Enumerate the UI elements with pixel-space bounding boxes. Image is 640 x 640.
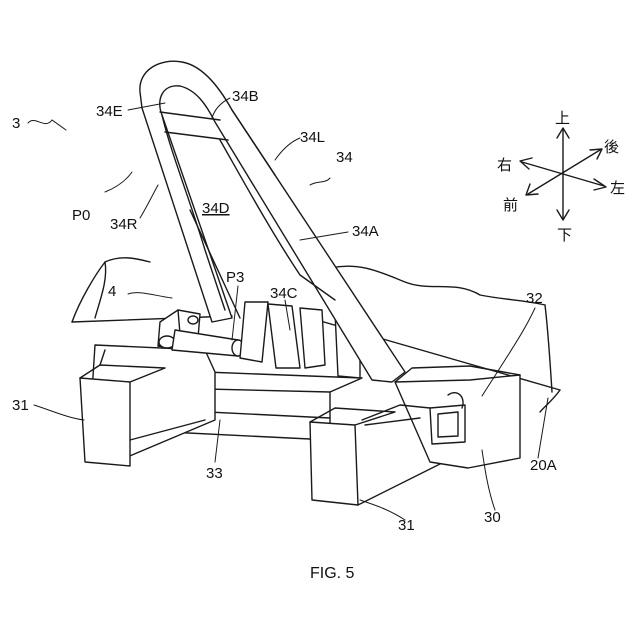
label-3: 3 <box>12 115 20 132</box>
label-34: 34 <box>336 149 353 166</box>
compass-front: 前 <box>503 196 518 214</box>
direction-compass: 上 下 右 左 前 後 <box>497 109 625 244</box>
label-34D: 34D <box>202 200 230 217</box>
label-30: 30 <box>484 509 501 526</box>
label-34R: 34R <box>110 216 138 233</box>
compass-up: 上 <box>555 109 570 127</box>
label-20A: 20A <box>530 457 557 474</box>
label-32: 32 <box>526 290 543 307</box>
label-31-right: 31 <box>398 517 415 534</box>
label-34L: 34L <box>300 129 325 146</box>
label-P0: P0 <box>72 207 90 224</box>
label-P3: P3 <box>226 269 244 286</box>
compass-down: 下 <box>557 226 572 244</box>
bracket-31-left <box>80 345 215 466</box>
label-31-left: 31 <box>12 397 29 414</box>
label-33: 33 <box>206 465 223 482</box>
compass-right: 右 <box>497 156 512 174</box>
figure-caption: FIG. 5 <box>310 565 355 582</box>
compass-left: 左 <box>610 179 625 197</box>
label-34A: 34A <box>352 223 379 240</box>
label-4: 4 <box>108 283 116 300</box>
label-34B: 34B <box>232 88 259 105</box>
label-34E: 34E <box>96 103 123 120</box>
compass-rear: 後 <box>604 138 619 156</box>
label-34C: 34C <box>270 285 298 302</box>
